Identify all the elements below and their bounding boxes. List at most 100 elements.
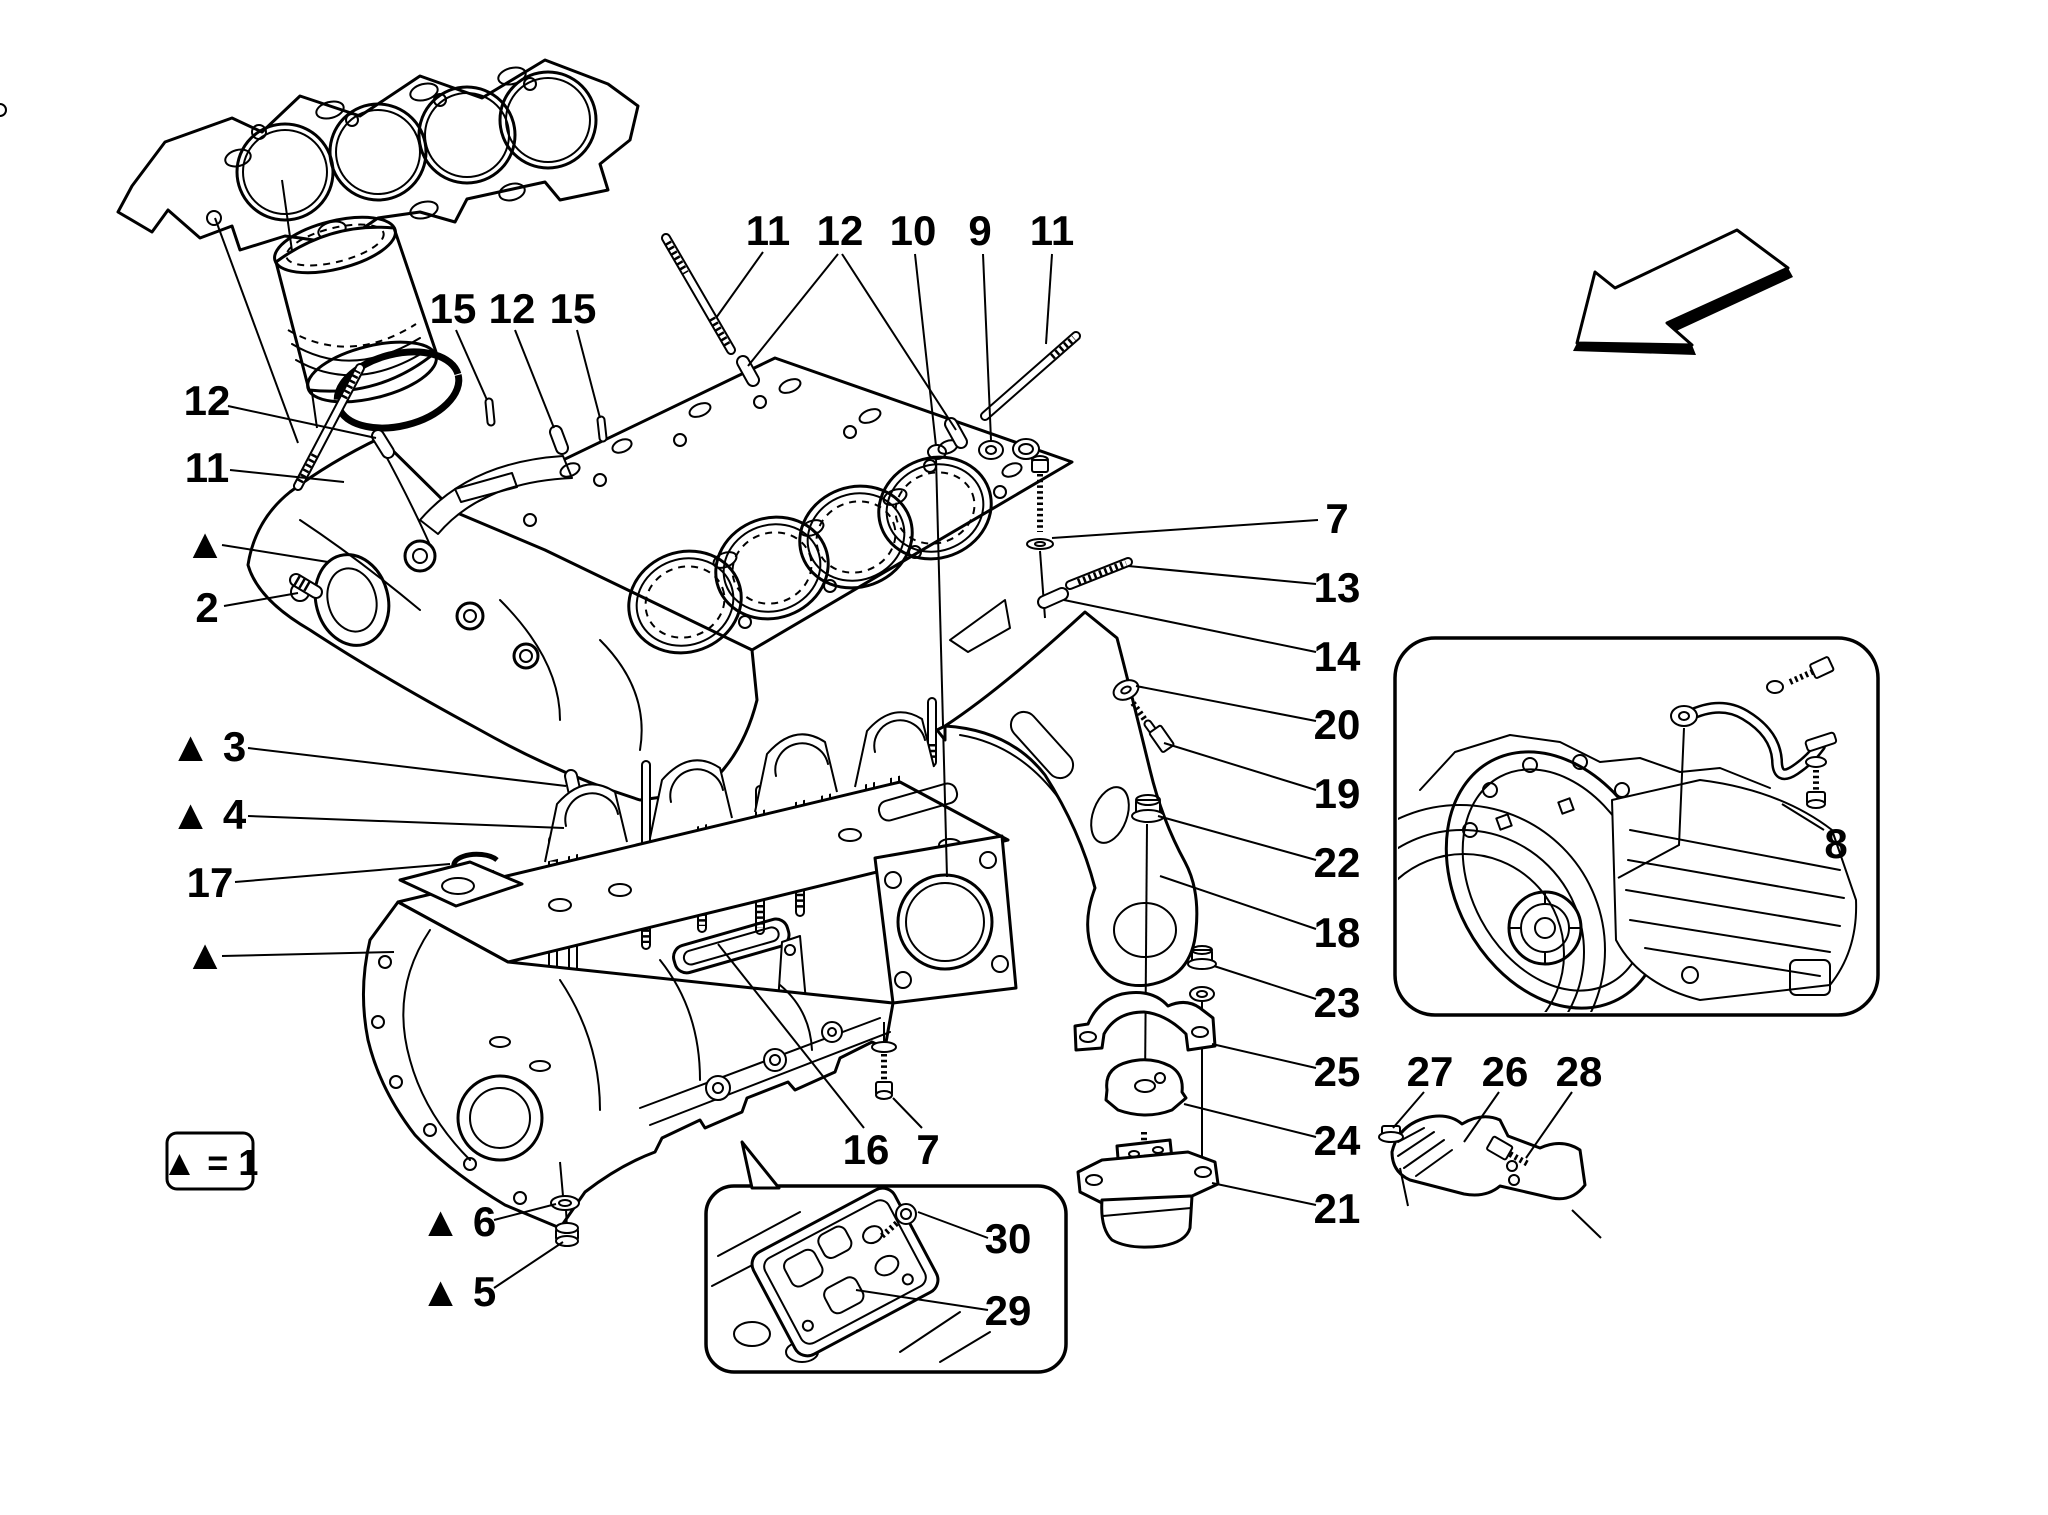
callout-label: ▲ 5 <box>420 1268 497 1315</box>
pin-15b <box>596 415 608 443</box>
pin-15a <box>484 397 496 427</box>
callout-leader-30 <box>917 1211 989 1239</box>
dowel-bushing-12a <box>736 355 760 387</box>
washer-6-and-nut-5 <box>550 1161 580 1247</box>
callout-leader-2 <box>223 592 299 607</box>
alignment-line <box>214 217 299 444</box>
callout-leader-18 <box>1159 875 1317 930</box>
callout-label: 30 <box>985 1215 1032 1262</box>
head-stud-11-top <box>661 233 736 355</box>
dowel-12-mid <box>549 425 569 455</box>
cup-plug-11 <box>1012 438 1040 460</box>
callout-leader-11 <box>1045 253 1053 345</box>
callout-leader-7 <box>892 1097 923 1129</box>
washer-20 <box>1112 679 1140 701</box>
dowel-bushing-12b <box>944 417 968 449</box>
callout-label: 13 <box>1314 564 1361 611</box>
callout-leader-12 <box>747 253 839 367</box>
bolt-7b <box>871 1022 897 1100</box>
callout-leader-3 <box>247 747 567 787</box>
callout-label: 19 <box>1314 770 1361 817</box>
direction-arrow-icon <box>1573 228 1793 355</box>
callout-leader-16 <box>717 943 865 1129</box>
callout-label: ▲ 6 <box>420 1198 497 1245</box>
inset-pointer <box>740 1140 781 1190</box>
mount-axis-line <box>1144 823 1148 1087</box>
callout-leader-14 <box>1063 599 1317 653</box>
callout-label: 16 <box>843 1126 890 1173</box>
callout-leader-29 <box>855 1289 989 1311</box>
callout-leader-25 <box>1211 1043 1317 1069</box>
callout-label: 2 <box>195 584 218 631</box>
callout-label: 7 <box>916 1126 939 1173</box>
callout-leader-17 <box>234 863 451 883</box>
bracket-26 <box>1390 1114 1602 1239</box>
callout-label: 24 <box>1314 1117 1361 1164</box>
gearbox-inset <box>1393 636 1880 1017</box>
callout-label: 11 <box>185 444 229 491</box>
callout-label: 9 <box>968 207 991 254</box>
plug-2 <box>289 573 323 599</box>
bolt-19 <box>1130 701 1175 753</box>
callout-label: 20 <box>1314 701 1361 748</box>
callout-leader-11 <box>229 469 345 483</box>
bolt-7a <box>1026 455 1054 619</box>
callout-leader-11 <box>715 251 764 319</box>
rear-flange <box>873 834 1018 1005</box>
callout-label: ▲ <box>184 931 226 978</box>
alignment-line <box>935 457 948 878</box>
callout-label: 18 <box>1314 909 1361 956</box>
flange-nut-22 <box>1131 794 1165 823</box>
pipe-8 <box>1617 656 1838 879</box>
callout-label: 23 <box>1314 979 1361 1026</box>
callout-label: 29 <box>985 1287 1032 1334</box>
callout-label: 12 <box>184 377 231 424</box>
callout-leader-24 <box>1183 1103 1317 1138</box>
callout-label: 26 <box>1482 1048 1529 1095</box>
callout-label: 15 <box>430 285 477 332</box>
sump-body <box>361 900 895 1230</box>
callout-label: 25 <box>1314 1048 1361 1095</box>
callout-leader-26 <box>1463 1091 1500 1143</box>
engine-mount-21 <box>1076 1132 1220 1249</box>
callout-label: ▲ <box>184 520 226 567</box>
head-gasket <box>0 58 640 252</box>
callout-leader-13 <box>1127 565 1317 585</box>
callout-leader-21 <box>1211 1182 1317 1206</box>
callout-leader-6 <box>493 1203 557 1221</box>
callout-leader-20 <box>1135 685 1317 722</box>
callout-leader-4 <box>247 815 565 829</box>
liner-o-ring <box>333 348 463 432</box>
callout-leader-12 <box>841 253 957 431</box>
callout-leader-23 <box>1213 965 1317 1000</box>
callout-leader-15 <box>455 329 488 401</box>
callout-leader-19 <box>1163 742 1317 791</box>
windage-tray-recess <box>672 917 791 975</box>
callout-leader-8 <box>1781 803 1825 831</box>
sump-bosses <box>705 1021 843 1101</box>
dowel-12-front <box>371 429 395 459</box>
clamp-25 <box>1073 991 1217 1052</box>
flange-nut-23 <box>1187 945 1217 1002</box>
callout-label: 27 <box>1407 1048 1454 1095</box>
upper-crankcase <box>246 356 1074 802</box>
callout-leader-12 <box>227 405 377 439</box>
callout-leader- <box>221 544 329 563</box>
head-stud-11-right <box>980 331 1081 421</box>
washer-9 <box>978 440 1004 460</box>
callout-leader-7 <box>1051 519 1319 539</box>
callout-label: 28 <box>1556 1048 1603 1095</box>
callout-label: 7 <box>1325 495 1348 542</box>
callout-leader-15 <box>576 329 601 419</box>
callout-label: 22 <box>1314 839 1361 886</box>
lower-crankcase <box>361 711 1018 1230</box>
callout-leader-10 <box>914 253 937 447</box>
callout-label: 12 <box>489 285 536 332</box>
callout-leader-28 <box>1525 1091 1573 1159</box>
callout-leader-12 <box>514 329 555 429</box>
nut-27 <box>1378 1125 1404 1143</box>
callout-label: 21 <box>1314 1185 1361 1232</box>
callout-label: 15 <box>550 285 597 332</box>
